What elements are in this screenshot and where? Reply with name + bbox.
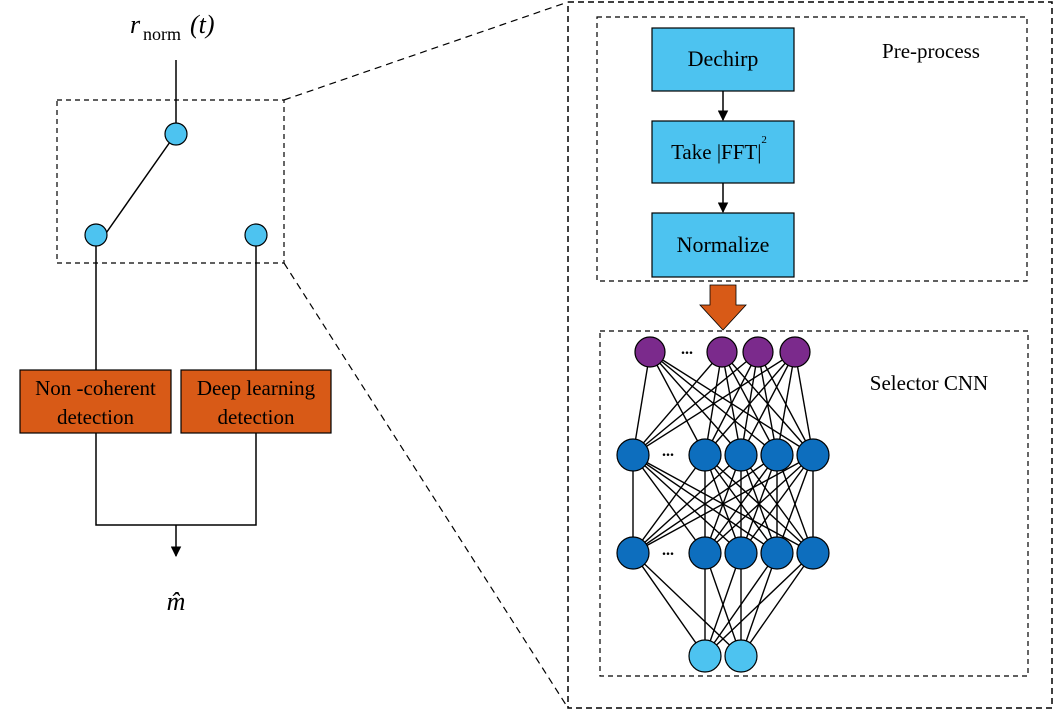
switch-left-contact <box>84 223 108 247</box>
cnn-edge-input-1-to-hidden1-0 <box>632 351 723 456</box>
input-label: r norm (t) <box>130 10 215 44</box>
preprocess-box <box>596 16 1028 282</box>
cnn-edge-hidden2-3-to-output-0 <box>704 552 778 657</box>
svg-text:(t): (t) <box>190 10 215 39</box>
cnn-node-hidden1-4 <box>796 438 830 472</box>
selector-detail-panel <box>567 1 1053 709</box>
cnn-edge-hidden1-1-to-hidden2-0 <box>632 454 706 554</box>
cnn-edge-input-3-to-hidden1-3 <box>776 351 796 456</box>
cnn-edge-input-3-to-hidden1-4 <box>794 351 814 456</box>
cnn-edge-input-3-to-hidden1-1 <box>704 351 796 456</box>
svg-text:Dechirp: Dechirp <box>688 46 759 71</box>
svg-text:detection: detection <box>57 405 134 429</box>
cnn-ellipsis-group: ... ... ... <box>662 341 693 559</box>
switch-arm <box>103 141 171 237</box>
cnn-edge-hidden1-3-to-hidden2-0 <box>632 454 778 554</box>
cnn-edge-input-3-to-hidden1-0 <box>632 351 796 456</box>
cnn-node-hidden1-0 <box>616 438 650 472</box>
svg-text:r: r <box>130 10 141 39</box>
cnn-title: Selector CNN <box>870 371 988 395</box>
output-merge-line <box>95 433 257 526</box>
cnn-node-input-2 <box>742 336 774 368</box>
cnn-edge-input-0-to-hidden1-0 <box>632 351 651 456</box>
svg-text:detection: detection <box>218 405 295 429</box>
svg-text:Deep learning: Deep learning <box>197 376 316 400</box>
output-label: m̂ <box>167 587 186 616</box>
cnn-edge-hidden2-0-to-output-0 <box>632 552 706 657</box>
svg-text:Non -coherent: Non -coherent <box>35 376 156 400</box>
cnn-node-hidden2-1 <box>688 536 722 570</box>
cnn-node-input-0 <box>634 336 666 368</box>
ellipsis-input-layer: ... <box>681 341 693 358</box>
feed-arrow <box>699 284 747 331</box>
svg-text:Normalize: Normalize <box>677 232 770 257</box>
dechirp-step: Dechirp <box>651 27 795 92</box>
cnn-edge-hidden2-0-to-output-1 <box>632 552 742 657</box>
cnn-node-output-0 <box>688 639 722 673</box>
switch-zoom-box <box>56 99 285 264</box>
cnn-edge-hidden1-4-to-hidden2-1 <box>704 454 814 554</box>
cnn-edge-hidden2-4-to-output-1 <box>740 552 814 657</box>
svg-text:Take |FFT|2: Take |FFT|2 <box>671 134 767 164</box>
cnn-edge-hidden1-4-to-hidden2-0 <box>632 454 814 554</box>
cnn-node-hidden1-1 <box>688 438 722 472</box>
cnn-edge-hidden2-2-to-output-0 <box>704 552 742 657</box>
cnn-edge-hidden1-4-to-hidden2-2 <box>740 454 814 554</box>
cnn-node-output-1 <box>724 639 758 673</box>
deep-learning-detection-block: Deep learning detection <box>180 369 332 434</box>
normalize-step: Normalize <box>651 212 795 278</box>
cnn-node-hidden1-2 <box>724 438 758 472</box>
cnn-node-input-3 <box>779 336 811 368</box>
switch-pivot-node <box>164 122 188 146</box>
cnn-node-hidden2-0 <box>616 536 650 570</box>
cnn-edge-hidden1-3-to-hidden2-1 <box>704 454 778 554</box>
ellipsis-hidden-layer-2: ... <box>662 542 674 559</box>
cnn-node-input-1 <box>706 336 738 368</box>
cnn-edge-input-2-to-hidden1-0 <box>632 351 759 456</box>
cnn-edge-hidden1-2-to-hidden2-0 <box>632 454 742 554</box>
fft-step: Take |FFT|2 <box>651 120 795 184</box>
cnn-nodes <box>616 336 830 673</box>
cnn-edge-input-2-to-hidden1-1 <box>704 351 759 456</box>
noncoherent-detection-block: Non -coherent detection <box>19 369 172 434</box>
cnn-edge-hidden1-4-to-hidden2-3 <box>776 454 814 554</box>
svg-text:norm: norm <box>143 24 181 44</box>
cnn-edge-input-3-to-hidden1-2 <box>740 351 796 456</box>
ellipsis-hidden-layer-1: ... <box>662 443 674 460</box>
cnn-node-hidden2-4 <box>796 536 830 570</box>
switch-right-contact <box>244 223 268 247</box>
cnn-node-hidden2-2 <box>724 536 758 570</box>
zoom-line-bottom <box>283 262 569 709</box>
cnn-connections <box>632 351 814 657</box>
cnn-node-hidden1-3 <box>760 438 794 472</box>
cnn-node-hidden2-3 <box>760 536 794 570</box>
preprocess-title: Pre-process <box>882 39 980 63</box>
zoom-line-top <box>283 1 569 101</box>
cnn-edge-hidden2-4-to-output-0 <box>704 552 814 657</box>
